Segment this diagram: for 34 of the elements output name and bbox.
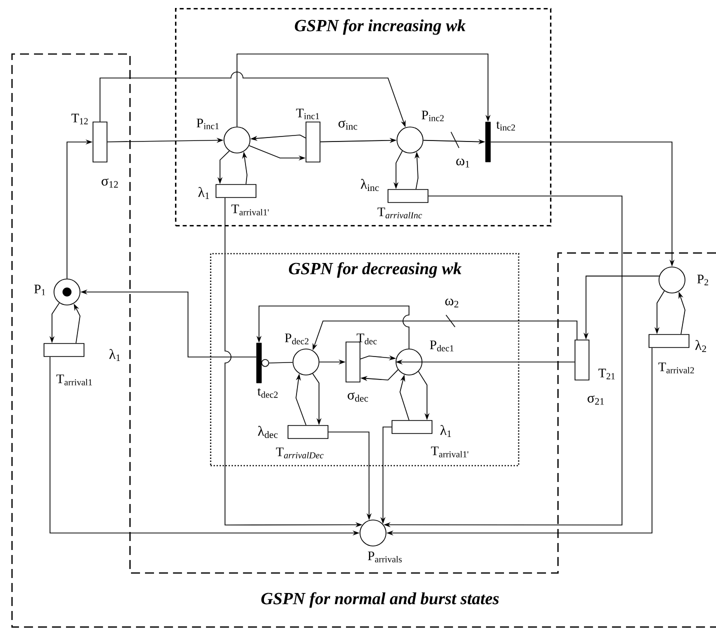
rate-label: σ$_{inc}$	[338, 120, 358, 130]
edge-label: ω$_{2}$	[444, 298, 460, 308]
transition-label: T$_{12}$	[71, 114, 88, 124]
rate-label: σ$_{21}$	[588, 395, 604, 405]
transition-label: T$_{arrival1}$	[56, 374, 92, 386]
edge-label: ω$_{1}$	[454, 158, 472, 168]
transition-label: $\mathrm{T}_{\mathit{arrivalInc}}$	[378, 208, 422, 218]
rate-label: λ$_{1}$	[440, 424, 451, 437]
transition-label: T$_{inc1}$	[296, 108, 319, 120]
transition-label: t$_{inc2}$	[496, 121, 515, 131]
region-title: GSPN for normal and burst states	[261, 592, 499, 608]
transition-label: $\mathrm{T}_{\mathit{arrivalDec}}$	[276, 448, 324, 458]
rate-label: σ$_{dec}$	[348, 392, 368, 402]
transition-label: T$_{21}$	[598, 368, 615, 380]
rate-label: λ$_{2}$	[695, 340, 706, 352]
transition-label: T$_{arrival1'}$	[231, 204, 269, 216]
transition-label: T$_{arrival2}$	[658, 362, 694, 374]
place-label: P$_{dec1}$	[430, 340, 454, 352]
place-label: P$_{inc1}$	[196, 118, 219, 130]
transition-label: t$_{dec2}$	[257, 388, 278, 398]
inhibitor-arc	[261, 359, 293, 367]
rate-label: λ$_{1}$	[109, 348, 120, 361]
rate-label: λ$_{dec}$	[258, 426, 278, 438]
place-label: P$_{arrivals}$	[368, 552, 402, 562]
rate-label: σ$_{12}$	[102, 178, 118, 188]
arrow	[236, 54, 491, 127]
place-label: P$_{2}$	[697, 274, 708, 286]
transition-label: T$_{arrival1'}$	[431, 446, 468, 458]
place-label: P$_{1}$	[34, 284, 46, 296]
place-label: P$_{dec2}$	[284, 334, 308, 344]
transition-label: T$_{dec}$	[356, 334, 377, 344]
place-label: P$_{inc2}$	[422, 110, 444, 122]
rate-label: λ$_{inc}$	[360, 178, 379, 192]
rate-label: λ$_{1}$	[198, 186, 209, 199]
